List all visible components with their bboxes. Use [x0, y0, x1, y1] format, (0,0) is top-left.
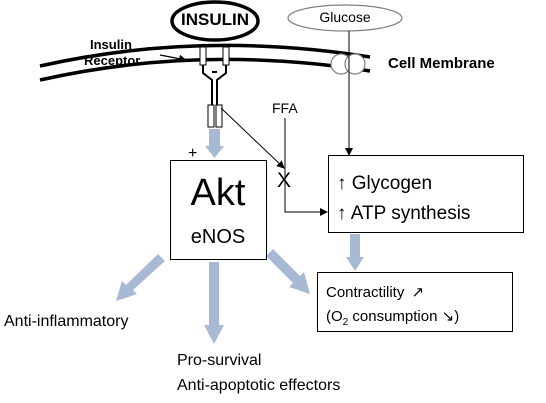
contractility-label: Contractility — [326, 284, 405, 301]
anti-inflammatory-label: Anti-inflammatory — [4, 313, 129, 330]
cell-membrane-outer — [39, 43, 371, 68]
glycogen-row: ↑ Glycogen — [337, 174, 432, 193]
arrow-up-icon: ↑ — [337, 203, 347, 224]
o2-open-label: (O — [326, 308, 343, 325]
o2-row: (O2 consumption ↘) — [326, 309, 459, 328]
insulin-receptor-icon — [199, 46, 230, 128]
atp-row: ↑ ATP synthesis — [337, 204, 470, 223]
enos-label: eNOS — [190, 226, 246, 248]
glycogen-to-contractility-arrow — [346, 234, 364, 271]
inhibition-x-mark: X — [277, 169, 292, 192]
o2-subscript: 2 — [342, 317, 349, 328]
glucose-label: Glucose — [319, 9, 371, 25]
insulin-receptor-label-line1: Insulin — [90, 37, 132, 52]
ffa-label: FFA — [272, 100, 298, 116]
glycogen-atp-box: ↑ Glycogen ↑ ATP synthesis — [328, 155, 524, 233]
insulin-label: INSULIN — [181, 10, 249, 29]
contractility-box: Contractility ↗ (O2 consumption ↘) — [317, 272, 513, 332]
glucose-ellipse — [287, 4, 403, 32]
o2-close-label: ) — [454, 308, 460, 325]
akt-to-contractility-arrow — [266, 249, 310, 294]
ffa-to-atp-path — [284, 118, 328, 216]
receptor-to-akt-arrow — [205, 129, 224, 158]
akt-to-anti-inflammatory-arrow — [116, 254, 165, 301]
glucose-transporter-right-icon — [344, 53, 366, 75]
pro-survival-label: Pro-survival — [177, 352, 262, 369]
arrow-up-icon: ↑ — [337, 173, 347, 194]
receptor-to-inhibition-line — [220, 107, 285, 169]
contractility-row: Contractility ↗ — [326, 285, 424, 300]
glycogen-label: Glycogen — [351, 173, 433, 194]
atp-synthesis-label: ATP synthesis — [350, 203, 471, 224]
o2-consumption-label: consumption — [348, 308, 438, 325]
akt-label: Akt — [190, 172, 246, 214]
arrow-up-right-icon: ↗ — [411, 284, 425, 301]
arrow-down-right-icon: ↘ — [441, 308, 455, 325]
plus-sign: + — [188, 145, 198, 162]
insulin-ellipse — [170, 0, 260, 42]
insulin-receptor-pointer — [159, 54, 187, 63]
anti-apoptotic-label: Anti-apoptotic effectors — [177, 377, 341, 394]
akt-to-pro-survival-arrow — [204, 262, 224, 344]
insulin-receptor-label-line2: Receptor — [84, 53, 141, 68]
akt-enos-box: Akt eNOS — [170, 160, 267, 260]
cell-membrane-label: Cell Membrane — [388, 55, 495, 72]
